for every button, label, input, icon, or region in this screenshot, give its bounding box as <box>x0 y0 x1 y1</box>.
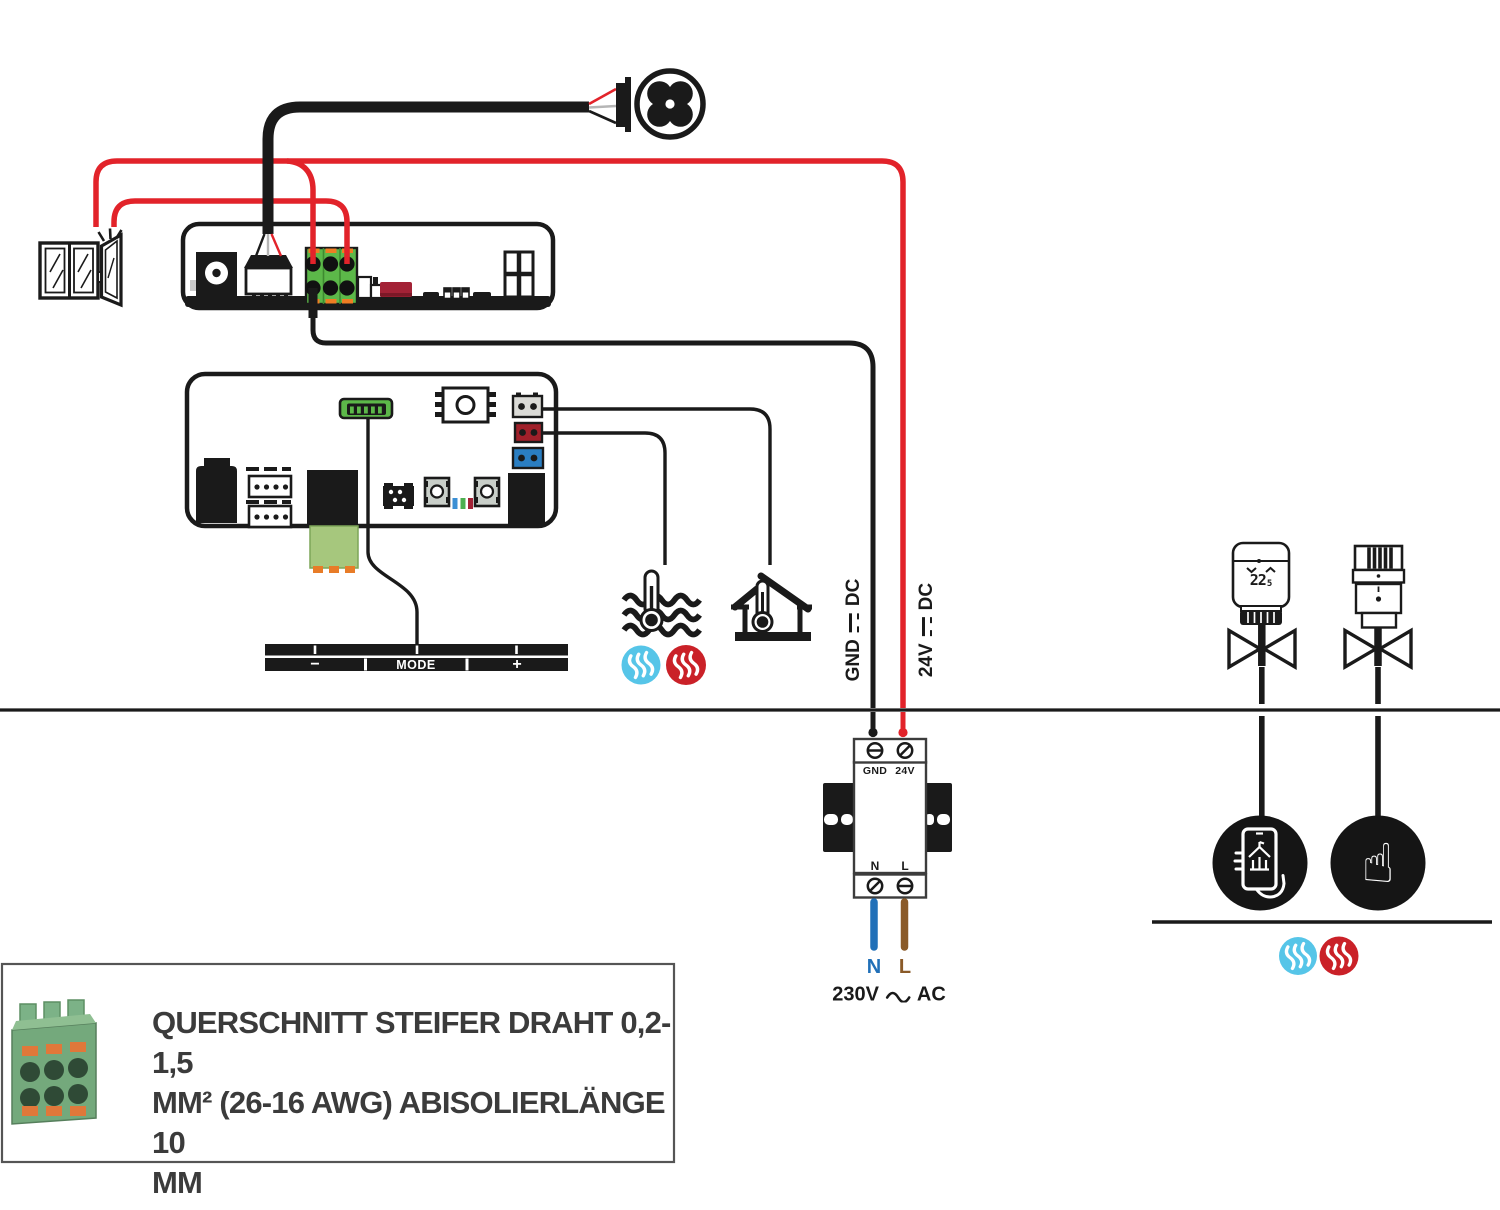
green-plug-connector <box>309 525 359 573</box>
gnd-word: GND <box>843 639 864 682</box>
tactile-button <box>423 476 451 508</box>
relay-component <box>244 255 293 299</box>
dc-word: DC <box>843 578 864 607</box>
terminal-socket <box>307 470 358 526</box>
mode-button[interactable]: MODE <box>396 657 436 672</box>
window-open-alert-marks <box>97 228 123 242</box>
24v-word: 24V <box>916 643 937 678</box>
terminal-connector-photo <box>11 999 97 1125</box>
pointing-hand-icon: ☝ <box>1361 832 1395 895</box>
green-header-connector <box>338 397 394 420</box>
psu-wire-stubs <box>868 712 908 738</box>
battery-holder <box>196 458 237 523</box>
psu-n-label: N <box>870 859 880 873</box>
mode-plus-button[interactable]: + <box>512 655 522 673</box>
mode-button-bar <box>265 644 568 671</box>
crimson-component <box>380 282 412 298</box>
psu-l-label: L <box>901 859 909 873</box>
24v-dc-label: 24V DC <box>916 583 938 677</box>
psu-top-terminal <box>852 737 928 764</box>
open-window-icon <box>38 228 123 308</box>
black-module <box>508 473 545 526</box>
valve-icon <box>1343 627 1413 670</box>
red-wire-main <box>93 158 906 708</box>
buzzer-component <box>190 252 237 298</box>
tactile-button <box>473 476 501 508</box>
window-pane-component <box>503 250 535 299</box>
red-24v-wires <box>93 158 906 708</box>
mains-voltage-label: 230V AC <box>832 984 946 1007</box>
heating-icon <box>1319 936 1359 976</box>
screw-terminal-icons <box>866 742 914 759</box>
dc-word: DC <box>916 582 937 611</box>
gnd-dc-label: GND DC <box>843 579 865 682</box>
wire-spec-line: MM <box>152 1165 203 1200</box>
valve-control-lines <box>1259 667 1381 817</box>
fan-icon <box>616 68 706 140</box>
psu-bottom-terminal <box>852 873 928 899</box>
red-wire-branch <box>286 158 316 264</box>
trv-display-decimal: 5 <box>1266 579 1273 589</box>
house-app-glyph <box>1248 840 1271 871</box>
app-control-icon <box>1212 815 1308 911</box>
fan-cable <box>254 87 617 257</box>
psu-gnd-label: GND <box>862 764 888 777</box>
small-connector <box>356 275 384 300</box>
black-gnd-wire <box>308 288 876 708</box>
controller-board-bottom <box>184 371 559 573</box>
line-wire-label: L <box>898 956 912 978</box>
ic-chip <box>435 386 496 424</box>
info-box <box>0 962 676 1164</box>
controller-board-top <box>180 221 556 311</box>
psu-24v-label: 24V <box>895 764 915 777</box>
ac-sine-icon <box>885 991 911 1002</box>
wire-spec-line: MM² (26-16 AWG) ABISOLIERLÄNGE 10 <box>152 1085 666 1160</box>
screw-terminal-icons <box>866 877 914 895</box>
manual-trv-head <box>1351 544 1406 629</box>
water-sensor-wire <box>542 431 667 565</box>
display-panel-wire <box>366 418 419 645</box>
smart-trv-head <box>1231 541 1291 625</box>
cooling-icon <box>1279 937 1317 975</box>
dc-symbol-icon <box>849 613 859 633</box>
sensor-connector-gray <box>511 392 544 419</box>
psu-body <box>852 760 928 875</box>
valve-icon <box>1227 625 1297 670</box>
neutral-wire-label: N <box>866 956 882 978</box>
holding-hand <box>1233 851 1286 899</box>
mode-minus-button[interactable]: − <box>310 656 320 673</box>
room-temperature-icon <box>731 572 812 641</box>
sensor-connector-blue <box>511 446 545 470</box>
trv-display-main: 22 <box>1249 571 1267 589</box>
smd-pads <box>423 287 491 300</box>
power-supply-unit <box>823 737 952 951</box>
sensor-connector-red <box>513 421 544 444</box>
manual-control-icon <box>1330 815 1426 911</box>
ac-word: AC <box>916 983 946 1006</box>
voltage-value: 230V <box>832 983 879 1006</box>
rgb-indicator-bars <box>452 498 473 509</box>
dc-symbol-icon <box>922 617 932 637</box>
wire-spec-text: QUERSCHNITT STEIFER DRAHT 0,2-1,5 MM² (2… <box>152 1003 677 1203</box>
room-sensor-wire <box>542 407 772 565</box>
cooling-icon <box>621 645 661 685</box>
water-temperature-icon <box>621 569 702 638</box>
dashed-connectors <box>246 467 293 529</box>
trv-temperature-display: 22 5 <box>1250 571 1272 589</box>
red-wire-inner <box>111 198 350 264</box>
wire-spec-line: QUERSCHNITT STEIFER DRAHT 0,2-1,5 <box>152 1005 671 1080</box>
heating-icon <box>666 645 706 685</box>
smartphone-icon <box>1233 827 1286 899</box>
comb-component <box>383 483 414 509</box>
